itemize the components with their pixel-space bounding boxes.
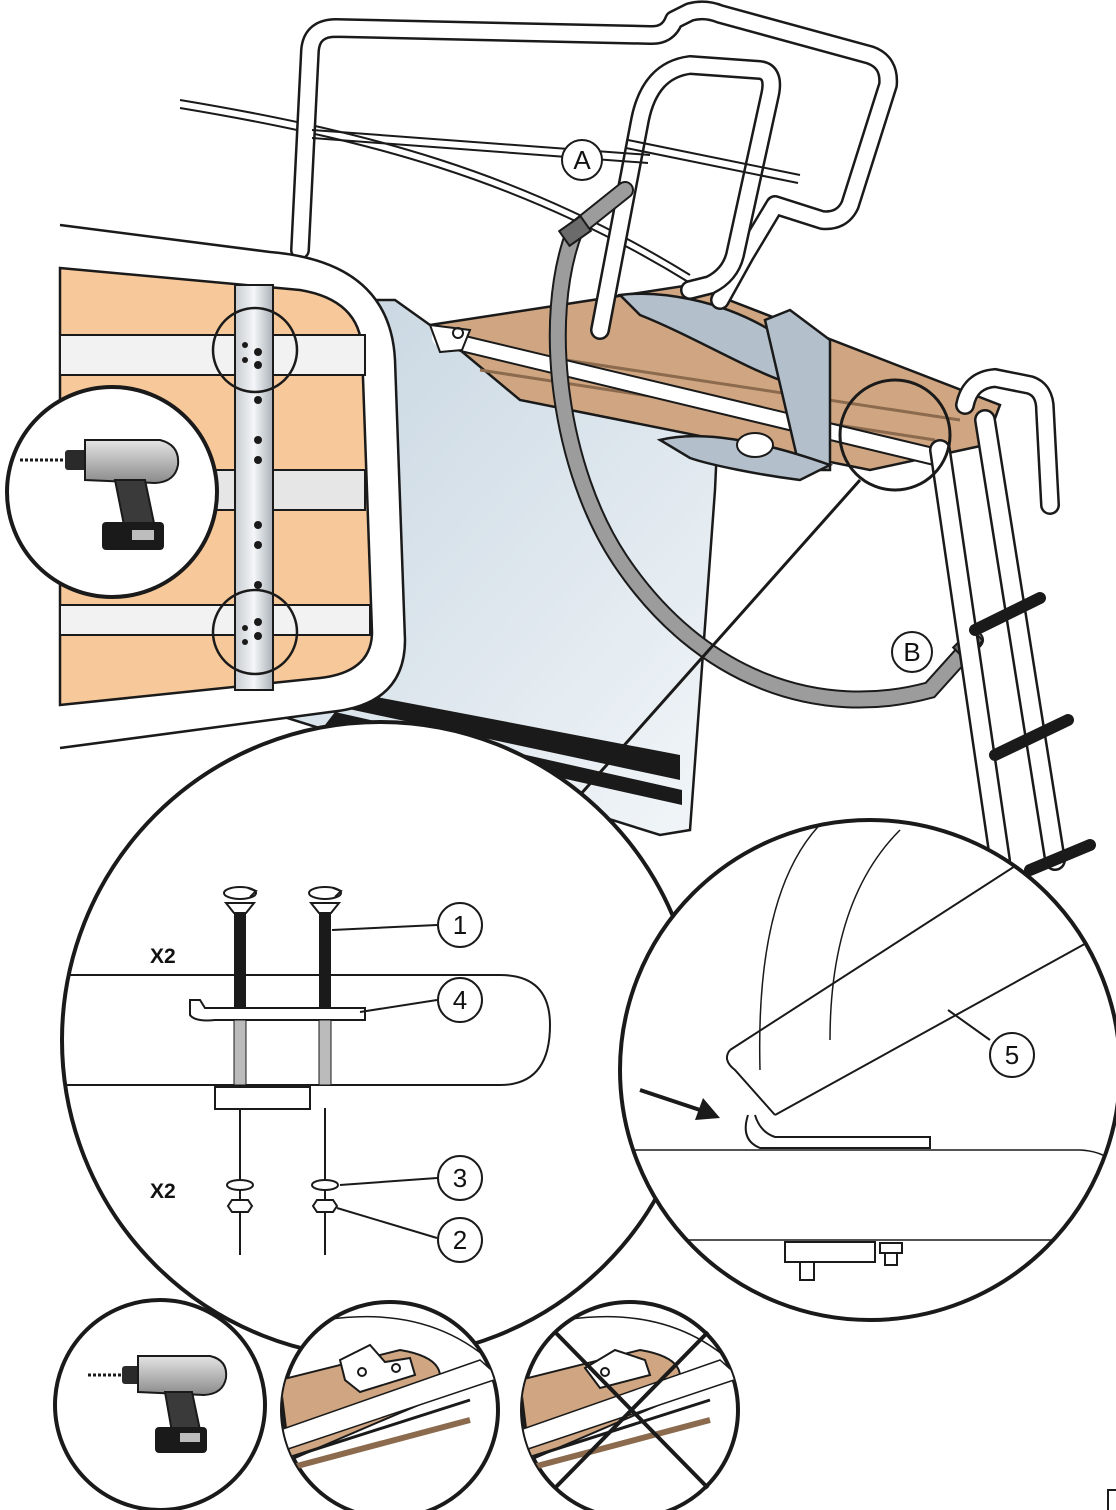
power-drill-icon [20, 439, 180, 550]
anchor-lower-fluke [656, 434, 834, 482]
bolt-right [308, 886, 343, 1255]
correct-bracket-step [280, 1300, 500, 1510]
incorrect-bracket-step [520, 1300, 740, 1510]
callout-2-circle [437, 1217, 483, 1263]
drill-step-circle [5, 385, 219, 599]
hook-engagement-detail: 5 [618, 818, 1116, 1322]
callout-4-label: 4 [453, 985, 467, 1015]
callout-5-label: 5 [1005, 1040, 1019, 1070]
callout-b-circle [891, 631, 933, 673]
bracket-lower-highlight [211, 588, 299, 676]
ladder-rung-2 [989, 714, 1074, 761]
rotate-arrow-icon [308, 886, 343, 900]
mounting-point-highlight [838, 378, 952, 492]
callout-a-circle [561, 139, 603, 181]
power-drill-icon [88, 1355, 228, 1453]
mounting-bracket [234, 284, 274, 691]
bolt-assembly-detail: X2 X2 1 4 3 2 [60, 720, 700, 1360]
page-corner-mark [1107, 1489, 1116, 1510]
ladder-rung-3 [1024, 839, 1096, 876]
callout-1-circle [437, 902, 483, 948]
rotate-arrow-icon [223, 886, 258, 900]
callout-b-label: B [903, 637, 920, 667]
callout-3-label: 3 [453, 1163, 467, 1193]
bolt-left [223, 886, 258, 1255]
hull-stripe-upper [330, 690, 680, 780]
anchor-shank [763, 308, 832, 472]
callout-2-label: 2 [453, 1225, 467, 1255]
bottom-drill-step [53, 1298, 267, 1510]
prohibited-cross-icon [553, 1330, 710, 1490]
callout-3-circle [437, 1155, 483, 1201]
nut-quantity-label: X2 [150, 1180, 176, 1203]
bracket-upper-highlight [211, 306, 299, 394]
pointer-arrow-icon [639, 1088, 720, 1120]
deck-rail [432, 330, 948, 466]
callout-5-circle [989, 1032, 1035, 1078]
callout-1-label: 1 [453, 910, 467, 940]
bolt-quantity-label: X2 [150, 945, 176, 968]
callout-a-label: A [573, 145, 591, 175]
callout-4-circle [437, 977, 483, 1023]
ladder-rung-1 [969, 592, 1046, 636]
bracket-holes [242, 342, 262, 645]
